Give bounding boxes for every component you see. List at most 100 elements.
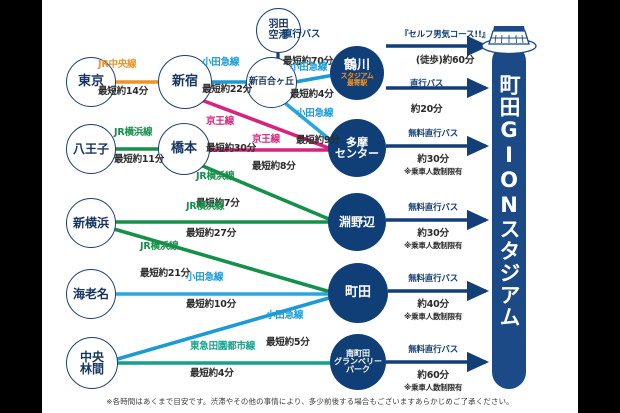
rail-travel-time: 最短約7分: [196, 198, 240, 209]
rail-edge-label-shinjuku-shinyuri: 小田急線最短約22分: [202, 54, 252, 95]
station-label: 中央林間: [79, 349, 104, 376]
letterbox-left: [0, 0, 42, 413]
stadium-icon: [481, 26, 537, 55]
station-node-hachioji[interactable]: 八王子: [66, 124, 116, 174]
edge-shinyoko-machida: [113, 227, 335, 295]
rail-edge-label-chuorinkan-minami: 東急田園都市線最短約4分: [190, 338, 255, 379]
rail-line-name: JR横浜線: [140, 241, 179, 252]
stadium-banner: 町田GIONスタジアム: [492, 44, 526, 389]
hub-station-label: 多摩センター: [335, 135, 379, 160]
bus-travel-time: 約30分: [417, 228, 449, 239]
rail-travel-time: 最短約22分: [202, 84, 253, 95]
hub-station-label: 鶴川: [343, 57, 370, 73]
station-label: 新百合ヶ丘: [248, 76, 294, 87]
station-node-chuorinkan[interactable]: 中央林間: [66, 337, 118, 389]
hub-station-label: 淵野辺: [338, 214, 375, 229]
bus-edge-label-minamimachida-bus: 無料直行バス約60分 ※乗車人数制限有: [404, 343, 462, 393]
rail-travel-time: 最短約14分: [98, 86, 149, 97]
station-label: 海老名: [72, 286, 109, 301]
station-node-tokyo[interactable]: 東京: [66, 57, 116, 107]
rail-line-name: 小田急線: [296, 108, 334, 119]
hub-station-node-tsurukawa[interactable]: 鶴川スタジアム最寄駅: [330, 46, 384, 100]
rail-edge-label-ebina-machida: 小田急線最短約10分: [186, 269, 236, 310]
bus-capacity-note: ※乗車人数制限有: [404, 383, 463, 392]
bus-service-name: 『セルフ男気コース!!』: [400, 30, 490, 40]
bus-capacity-note: ※乗車人数制限有: [404, 167, 463, 176]
station-node-shinyokohama[interactable]: 新横浜: [66, 198, 116, 248]
hub-station-sublabel: スタジアム最寄駅: [340, 72, 374, 88]
hub-station-node-tamacenter[interactable]: 多摩センター: [328, 119, 386, 177]
station-node-hashimoto[interactable]: 橋本: [158, 123, 210, 175]
station-node-shinjuku[interactable]: 新宿: [158, 55, 212, 109]
station-node-ebina[interactable]: 海老名: [66, 269, 116, 319]
rail-line-name: 京王線: [252, 134, 280, 145]
bus-travel-time: 約60分: [417, 370, 449, 381]
bus-travel-time: 約30分: [417, 154, 449, 165]
rail-line-name: JR横浜線: [114, 127, 153, 138]
bus-service-name: 無料直行バス: [408, 274, 458, 284]
bus-service-name: 直行バス: [410, 79, 444, 89]
bus-edge-label-fuchinobe-bus: 無料直行バス約30分※乗車人数制限有: [404, 201, 462, 251]
hub-station-node-minamimachida[interactable]: 南町田グランベリーパーク: [330, 334, 386, 390]
rail-line-name: 京王線: [206, 116, 234, 127]
rail-travel-time: 最短約8分: [252, 161, 296, 172]
station-label: 橋本: [170, 141, 197, 157]
rail-line-name: 東急田園都市線: [190, 341, 256, 352]
hub-station-label: 南町田グランベリーパーク: [334, 348, 382, 375]
rail-edge-label-hashimoto-fuchinobe: JR横浜線最短約7分: [196, 168, 240, 209]
rail-line-name: 直行バス: [283, 29, 321, 40]
bus-capacity-note: ※乗車人数制限有: [404, 312, 463, 321]
rail-line-name: 小田急線: [202, 57, 240, 68]
rail-travel-time: 最短約9分: [296, 135, 340, 146]
bus-travel-time: 約40分: [417, 299, 449, 310]
rail-edge-label-shinyuri-tsurukawa: 小田急線最短約4分: [290, 59, 334, 100]
rail-travel-time: 最短約4分: [190, 368, 234, 379]
rail-travel-time: 最短約30分: [206, 143, 257, 154]
rail-line-name: 小田急線: [290, 62, 328, 73]
station-label: 八王子: [72, 141, 109, 156]
rail-travel-time: 最短約5分: [266, 337, 310, 348]
rail-edge-label-shinyoko-fuchinobe: JR横浜線最短約27分: [186, 198, 236, 239]
rail-edge-label-hachioji-hashimoto: JR横浜線最短約11分: [114, 124, 164, 165]
bus-travel-time: 約20分: [410, 104, 443, 115]
rail-edge-label-shinyuri-tamacenter: 小田急線最短約9分: [296, 105, 340, 146]
station-node-shinyurigaoka[interactable]: 新百合ヶ丘: [246, 57, 297, 108]
rail-line-name: JR中央線: [98, 59, 137, 70]
rail-line-name: JR横浜線: [196, 171, 235, 182]
rail-edge-label-tokyo-shinjuku: JR中央線最短約14分: [98, 56, 148, 97]
footnote-text: ※各時間はあくまで目安です。渋滞やその他の事情により、多少前後する場合もございま…: [106, 397, 514, 406]
edge-chuorinkan-machida: [113, 294, 337, 362]
rail-edge-label-chuorinkan-machida: 小田急線最短約5分: [266, 307, 310, 348]
bus-service-name: 無料直行バス: [408, 129, 458, 139]
edge-hashimoto-fuchinobe: [197, 162, 337, 224]
rail-travel-time: 最短約11分: [114, 154, 165, 165]
rail-line-name: 小田急線: [186, 272, 224, 283]
rail-travel-time: 最短約4分: [290, 89, 334, 100]
hub-station-label: 町田: [344, 285, 371, 301]
bus-travel-time: (徒歩)約60分: [415, 55, 475, 66]
rail-line-name: JR横浜線: [186, 201, 225, 212]
bus-edge-label-tamacenter-bus: 無料直行バス約30分 ※乗車人数制限有: [404, 127, 462, 177]
hub-station-node-machida[interactable]: 町田: [328, 263, 388, 323]
edge-shinyuri-tamacenter: [283, 101, 336, 145]
rail-travel-time: 最短約10分: [186, 299, 237, 310]
rail-line-name: 小田急線: [266, 310, 304, 321]
edge-shinjuku-tamacenter: [195, 96, 335, 152]
rail-edge-label-shinyoko-machida: JR横浜線最短約21分: [140, 238, 190, 279]
rail-edge-label-hashimoto-tamacenter: 京王線最短約8分: [252, 131, 296, 172]
station-label: 新横浜: [72, 215, 109, 230]
station-label: 東京: [77, 74, 104, 90]
rail-travel-time: 最短約27分: [186, 228, 237, 239]
station-label: 羽田空港: [268, 19, 289, 41]
hub-station-node-fuchinobe[interactable]: 淵野辺: [328, 193, 386, 251]
station-node-haneda[interactable]: 羽田空港: [256, 8, 301, 53]
bus-service-name: 無料直行バス: [408, 345, 458, 355]
bus-edge-label-machida-bus: 無料直行バス約40分 ※乗車人数制限有: [404, 272, 462, 322]
station-label: 新宿: [171, 74, 198, 90]
edge-shinyuri-tsurukawa: [294, 73, 335, 84]
rail-edge-label-haneda-shinyuri: 直行バス最短約70分: [283, 26, 333, 67]
letterbox-right: [578, 0, 620, 413]
stadium-banner-title: 町田GIONスタジアム: [497, 74, 521, 328]
